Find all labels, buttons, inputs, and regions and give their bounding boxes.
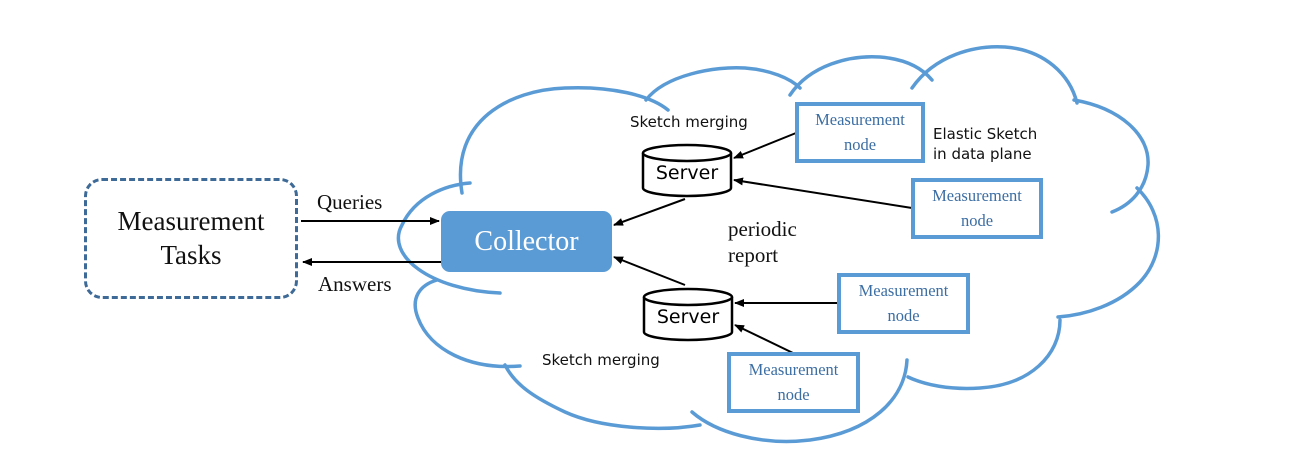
node4-to-server-arrow [734,324,794,354]
elastic-sketch-note: Elastic Sketch in data plane [933,124,1037,165]
server-bottom-to-collector-arrow [613,256,686,286]
measurement-tasks-box: Measurement Tasks [84,178,298,299]
node2-to-server-arrow [733,177,913,209]
cloud-arc [503,363,702,431]
node-1-line2: node [843,134,877,154]
cloud-arc [396,181,502,295]
node-3-line2: node [887,305,920,325]
node1-to-server-arrow [733,132,797,159]
server-bottom-cylinder [642,287,734,342]
measurement-node-1: Measurement node [795,102,925,163]
periodic-report-line1: periodic [728,217,797,241]
collector-label: Collector [474,225,579,257]
tasks-line2: Tasks [160,239,222,270]
node-3-line1: Measurement [858,280,949,300]
elastic-note-line1: Elastic Sketch [933,125,1038,143]
cloud-arc [788,55,934,97]
queries-label: Queries [317,190,383,214]
cloud-arc [906,318,1062,391]
periodic-report-label: periodic report [728,216,797,269]
measurement-node-2: Measurement node [911,178,1043,239]
tasks-line1: Measurement [117,205,265,236]
node-2-line1: Measurement [932,185,1022,205]
measurement-node-4: Measurement node [727,352,860,413]
server-top-label: Server [655,162,719,184]
periodic-report-line2: report [728,243,779,268]
cloud-arc [458,85,670,195]
elastic-note-line2: in data plane [933,145,1032,164]
cloud-arc [644,65,802,102]
answers-label: Answers [318,272,392,296]
network-cloud [396,45,1161,444]
node-1-line1: Measurement [815,109,905,129]
node-2-line2: node [960,210,994,230]
node-4-line1: Measurement [748,359,839,379]
server-bottom-label: Server [656,306,720,328]
server-bottom-caption: Sketch merging [542,351,660,369]
node-4-line2: node [777,384,810,404]
cloud-arc [910,45,1079,105]
server-top-cylinder [641,143,733,198]
cloud-arc [690,358,909,444]
server-top-caption: Sketch merging [630,113,748,131]
server-top-to-collector-arrow [613,198,686,226]
cloud-arc [1056,186,1161,319]
cloud-arc [413,278,522,369]
cloud-arc [1072,98,1150,214]
measurement-node-3: Measurement node [837,273,970,334]
collector-box: Collector [441,211,612,272]
